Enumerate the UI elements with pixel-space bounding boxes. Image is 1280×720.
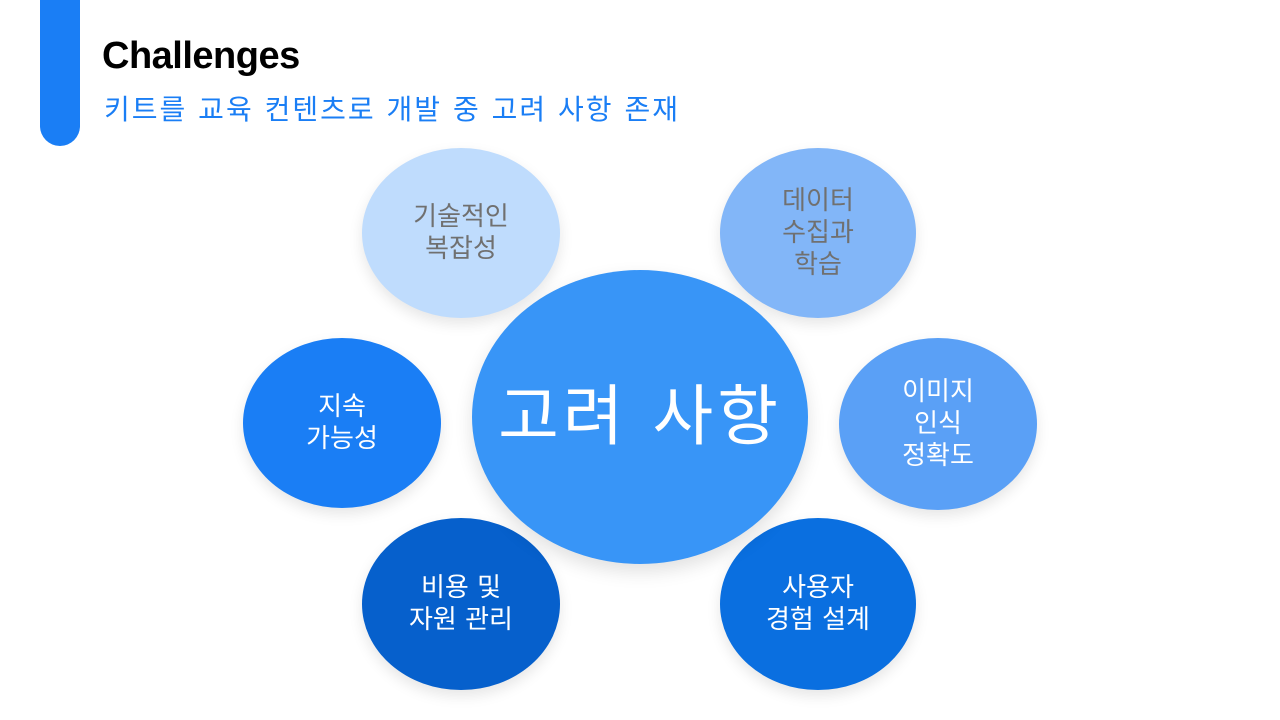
node-label: 이미지 인식 정확도 [902, 377, 974, 471]
center-node: 고려 사항 [472, 270, 808, 564]
node-data-collection: 데이터 수집과 학습 [720, 148, 916, 318]
slide-title: Challenges [102, 35, 300, 77]
node-image-recognition: 이미지 인식 정확도 [839, 338, 1037, 510]
node-label: 기술적인 복잡성 [413, 202, 509, 264]
accent-bar [40, 0, 80, 146]
node-label: 비용 및 자원 관리 [409, 573, 513, 635]
slide-subtitle: 키트를 교육 컨텐츠로 개발 중 고려 사항 존재 [104, 93, 680, 126]
node-technical-complexity: 기술적인 복잡성 [362, 148, 560, 318]
node-label: 지속 가능성 [306, 392, 378, 454]
node-label: 사용자 경험 설계 [766, 573, 870, 635]
node-cost-resources: 비용 및 자원 관리 [362, 518, 560, 690]
node-user-experience: 사용자 경험 설계 [720, 518, 916, 690]
node-sustainability: 지속 가능성 [243, 338, 441, 508]
center-label: 고려 사항 [498, 378, 782, 455]
node-label: 데이터 수집과 학습 [782, 186, 854, 280]
